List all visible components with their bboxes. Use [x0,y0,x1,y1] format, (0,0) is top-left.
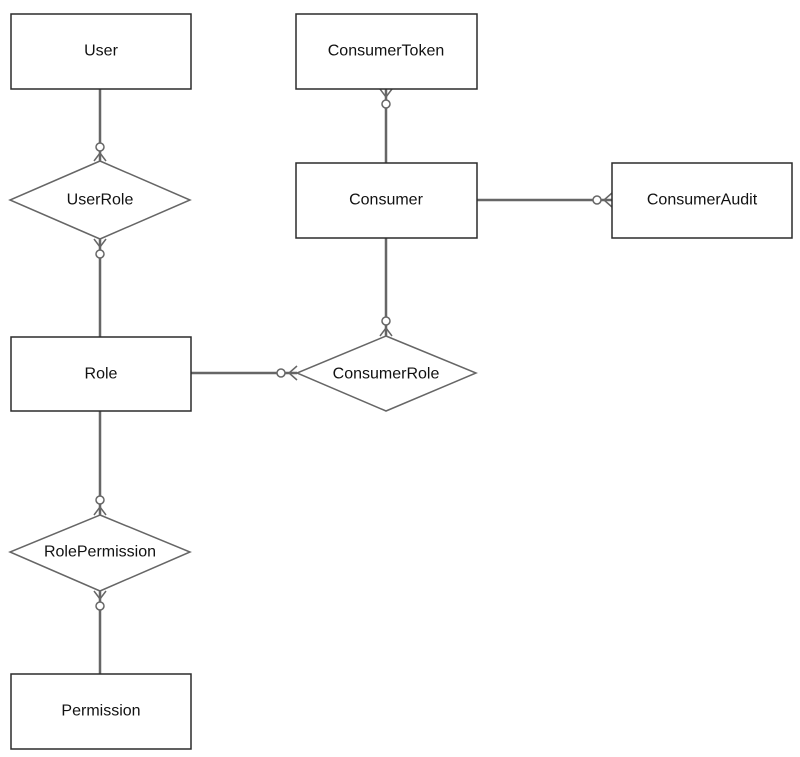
entity-label-role: Role [85,366,118,383]
entity-permission[interactable]: Permission [10,673,192,750]
entity-box [611,162,793,239]
crowfoot-marker-userrole-bottom [93,238,107,259]
entity-label-consumer-audit: ConsumerAudit [647,192,758,209]
crowfoot-marker-consumeraudit-left [592,192,613,208]
entity-consumer-audit[interactable]: ConsumerAudit [611,162,793,239]
cardinality-markers [93,88,613,611]
entity-box [295,162,478,239]
relationship-label-consumer-role: ConsumerRole [333,366,440,383]
relationship-diamond [295,335,478,412]
entity-user[interactable]: User [10,13,192,90]
entity-label-user: User [84,43,118,60]
entity-box [10,13,192,90]
entity-role[interactable]: Role [10,336,192,412]
relationship-label-user-role: UserRole [67,192,134,209]
relationship-diamond [8,514,192,592]
crowfoot-marker-userrole-top [93,142,107,162]
relationship-diamond [8,160,192,240]
entity-box [10,336,192,412]
crowfoot-marker-rolepermission-bottom [93,590,107,611]
crowfoot-marker-consumerrole-left [276,365,298,381]
crowfoot-marker-consumertoken-bottom [379,88,393,109]
entity-box [10,673,192,750]
relationship-role-permission[interactable]: RolePermission [8,514,192,592]
entity-label-permission: Permission [61,703,140,720]
relationship-label-role-permission: RolePermission [44,544,156,561]
crowfoot-marker-rolepermission-top [93,495,107,516]
entity-box [295,13,478,90]
relationship-user-role[interactable]: UserRole [8,160,192,240]
relationship-consumer-role[interactable]: ConsumerRole [295,335,478,412]
crowfoot-marker-consumerrole-top [379,316,393,337]
entity-label-consumer-token: ConsumerToken [328,43,445,60]
entity-label-consumer: Consumer [349,192,423,209]
entity-consumer[interactable]: Consumer [295,162,478,239]
entity-consumer-token[interactable]: ConsumerToken [295,13,478,90]
